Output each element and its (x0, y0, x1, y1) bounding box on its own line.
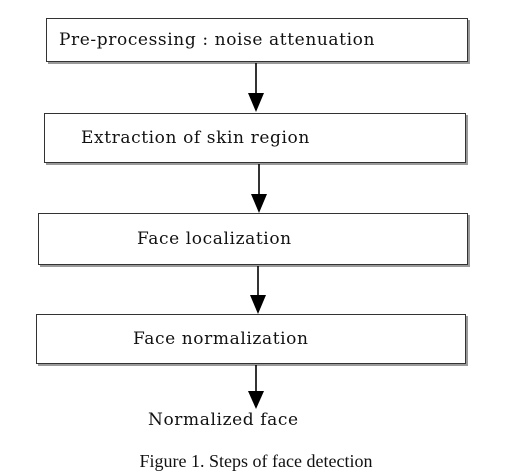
step-face-localization-box: Face localization (38, 213, 468, 265)
step-face-localization-label: Face localization (137, 229, 292, 249)
step-face-normalization-label: Face normalization (133, 329, 309, 349)
step-face-normalization-box: Face normalization (36, 314, 466, 364)
arrow-1 (248, 63, 264, 112)
arrow-2 (251, 164, 267, 213)
step-skin-extraction-box: Extraction of skin region (44, 113, 466, 163)
step-skin-extraction-label: Extraction of skin region (81, 128, 310, 148)
output-label: Normalized face (148, 410, 299, 430)
figure-caption: Figure 1. Steps of face detection (139, 451, 373, 471)
arrow-4 (248, 365, 264, 409)
step-preprocessing-label: Pre-processing : noise attenuation (59, 30, 375, 50)
step-preprocessing-box: Pre-processing : noise attenuation (46, 18, 468, 62)
arrow-3 (250, 266, 266, 314)
